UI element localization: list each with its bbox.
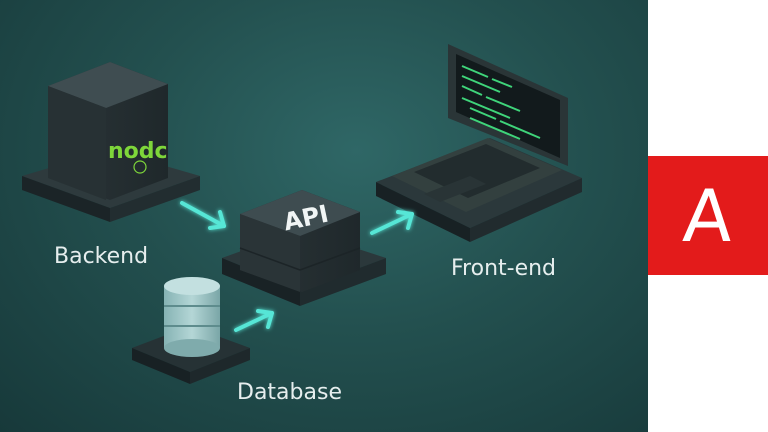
backend-label: Backend bbox=[54, 244, 149, 269]
laptop-icon bbox=[376, 44, 582, 242]
frontend-label: Front-end bbox=[451, 256, 557, 281]
angular-logo-letter: A bbox=[681, 173, 735, 258]
database-label: Database bbox=[237, 380, 342, 405]
arrow-right-icon bbox=[370, 210, 414, 235]
database-icon bbox=[132, 277, 250, 384]
arrow-right-icon bbox=[234, 309, 274, 332]
arrow-right-icon bbox=[180, 201, 226, 230]
angular-logo-icon: A bbox=[648, 156, 768, 275]
diagram-canvas: nodc API bbox=[0, 0, 648, 432]
code-lines bbox=[461, 65, 541, 140]
node-logo-text: nodc bbox=[108, 139, 168, 164]
architecture-diagram: nodc API bbox=[22, 44, 582, 384]
backend-server-icon: nodc bbox=[22, 62, 200, 222]
api-box-icon: API bbox=[222, 190, 386, 306]
